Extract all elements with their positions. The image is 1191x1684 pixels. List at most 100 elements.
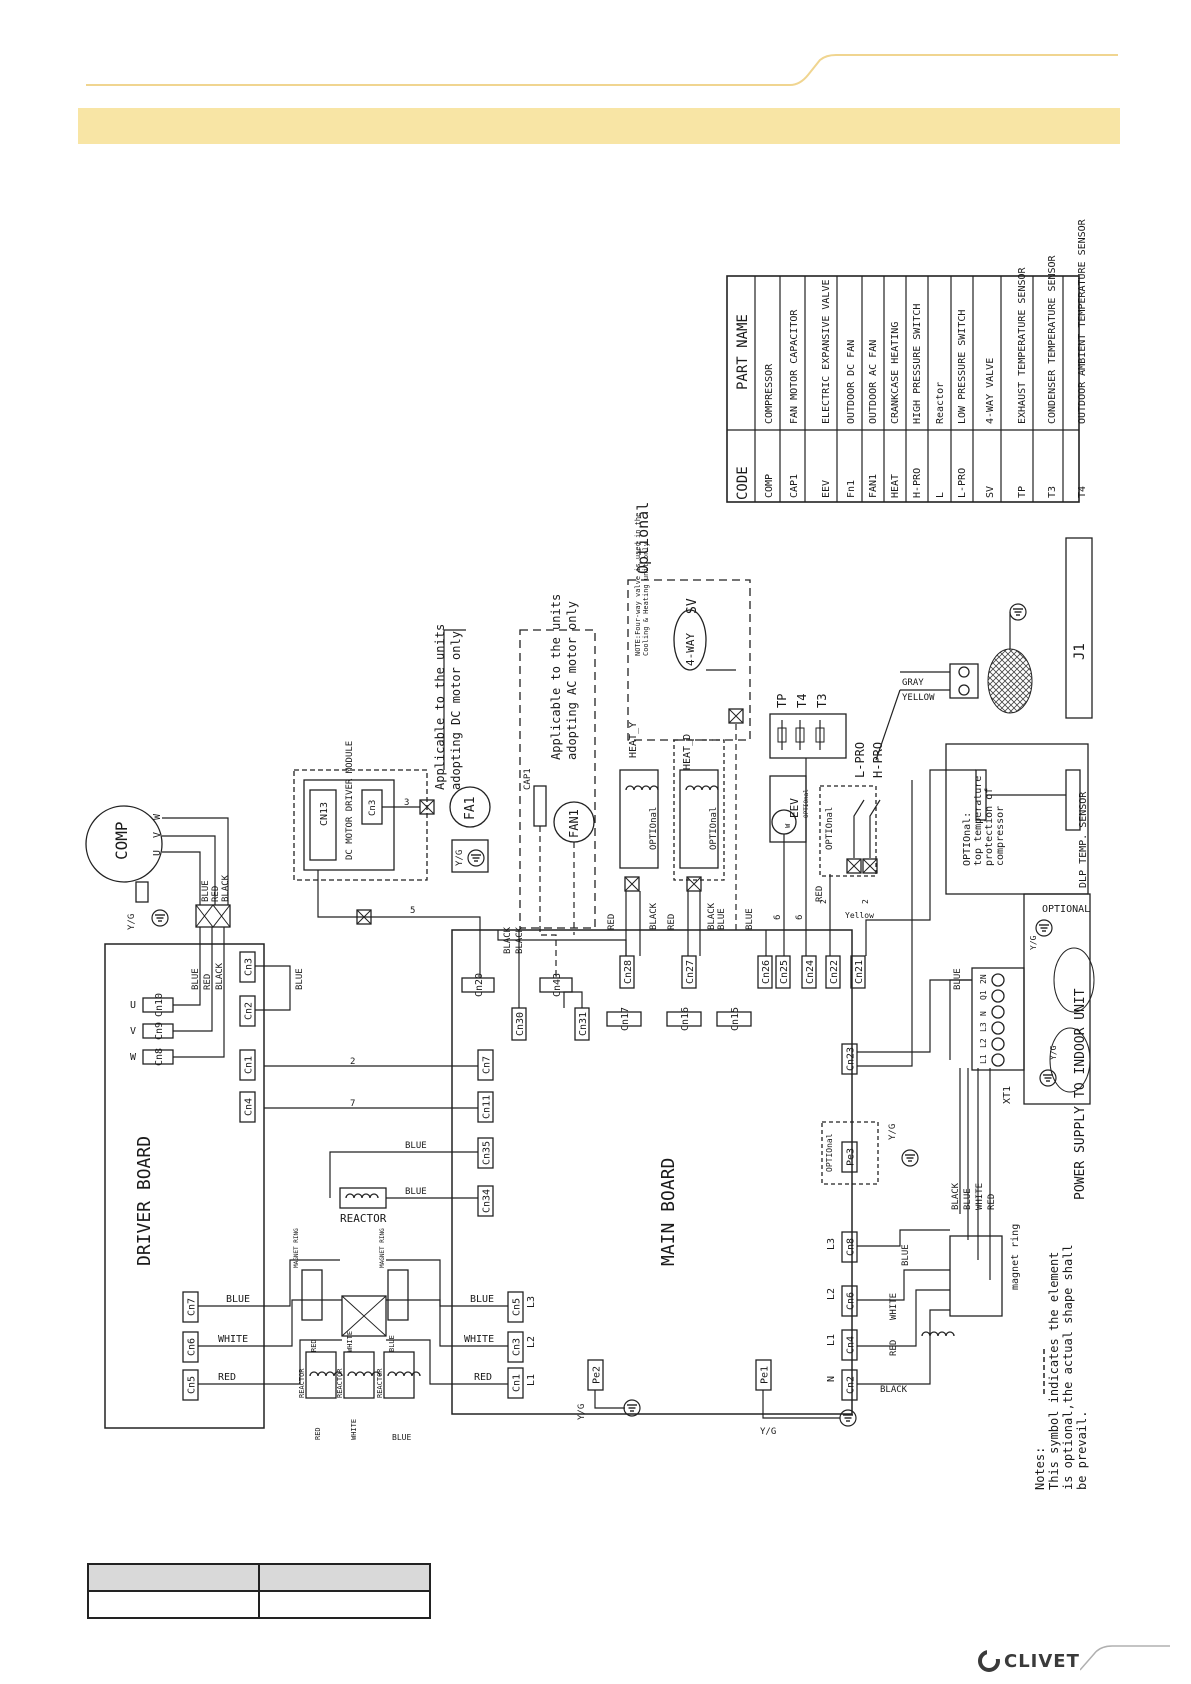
optional-label: OPTIONAL — [1042, 904, 1090, 915]
main-cn11-label: Cn11 — [482, 1095, 493, 1119]
parts-table-name: OUTDOOR DC FAN — [846, 340, 857, 424]
label-blue-top: BLUE — [953, 968, 963, 990]
fan-dc-ground-box — [451, 839, 489, 873]
magnet-ring — [949, 1235, 1003, 1317]
sensor-element — [815, 727, 825, 743]
note-sv-1: NOTE:Four-way valve is used in the — [634, 513, 642, 656]
cap1 — [533, 785, 547, 827]
indoor-cable — [1053, 947, 1095, 1013]
label-n: N — [826, 1376, 837, 1382]
terminal-3 — [991, 1005, 1005, 1019]
reactor-small-label: REACTOR — [376, 1368, 384, 1398]
driver-cn5-label: Cn5 — [187, 1376, 198, 1394]
pe3-optional-box — [821, 1121, 879, 1185]
wire-cn6-white — [857, 1269, 950, 1301]
rs-red-top: RED — [310, 1339, 318, 1352]
label-red-heatd: RED — [667, 914, 677, 930]
driver-cn4 — [239, 1091, 256, 1123]
wire-comp-u — [162, 851, 201, 905]
reactor — [339, 1187, 387, 1209]
parts-table-name: CRANKCASE HEATING — [890, 322, 901, 424]
main-cn24 — [801, 955, 817, 989]
terminal-0 — [991, 1053, 1005, 1067]
power-cable — [1049, 1027, 1091, 1093]
comp-plug-icon — [195, 904, 231, 928]
brand-icon — [978, 1650, 1000, 1672]
main-cn3-label: Cn3 — [512, 1338, 523, 1356]
rs-blue-top: BLUE — [388, 1335, 396, 1352]
pressure-optional-box — [819, 785, 877, 877]
driver-cn4-label: Cn4 — [244, 1098, 255, 1116]
rs-white-top: WHITE — [346, 1331, 354, 1352]
main-cn43 — [539, 977, 573, 993]
wire-cn10 — [173, 927, 201, 1006]
main-cn28 — [619, 955, 635, 989]
driver-cn7-label: Cn7 — [187, 1298, 198, 1316]
label-red-heat: RED — [607, 914, 617, 930]
heat-d-label: HEAT_D — [682, 734, 693, 770]
l-pro-plug-icon — [846, 858, 862, 874]
wire-cn8 — [173, 927, 225, 1058]
label-l2: L2 — [826, 1288, 837, 1300]
parts-table-code: EEV — [821, 480, 832, 498]
driver-cn2-label: Cn2 — [244, 1002, 255, 1020]
wire-cn23-b — [857, 780, 913, 1067]
main-cn26 — [757, 955, 773, 989]
sv-label: 4-WAY — [684, 633, 697, 666]
terminal-1 — [991, 1037, 1005, 1051]
comp-wire-red: RED — [211, 886, 221, 902]
count-three: 3 — [404, 798, 409, 808]
parts-table-name: ELECTRIC EXPANSIVE VALVE — [821, 280, 832, 425]
note-dlp-4: compressor — [995, 806, 1006, 866]
parts-table-name-header: PART NAME — [735, 314, 751, 390]
driver-cn6 — [182, 1331, 199, 1363]
reactor-small-2 — [383, 1351, 415, 1399]
module-label: DC MOTOR DRIVER MODULE — [345, 741, 355, 860]
h-pro-switch — [869, 799, 881, 858]
label-black-xt: BLACK — [951, 1182, 961, 1210]
parts-table-name: HIGH PRESSURE SWITCH — [912, 304, 923, 424]
parts-table-name: CONDENSER TEMPERATURE SENSOR — [1047, 254, 1058, 424]
dlp-sensor-box — [945, 743, 1089, 895]
main-cn17-label: Cn17 — [620, 1007, 631, 1031]
driver-board-title: DRIVER BOARD — [134, 1136, 155, 1266]
label-blue-cn35: BLUE — [405, 1141, 427, 1151]
driver-cn10-label: Cn10 — [154, 993, 165, 1017]
dlp-sensor-element-2 — [1065, 769, 1081, 831]
label-blue-l3: BLUE — [901, 1244, 911, 1266]
label-blue-mcn5: BLUE — [470, 1294, 494, 1305]
driver-label-w: W — [130, 1052, 137, 1063]
parts-table-code: T4 — [1077, 486, 1088, 498]
label-red-l1: RED — [889, 1340, 899, 1356]
main-cn15 — [716, 1011, 752, 1027]
reactor-coil-icon — [345, 1193, 379, 1199]
parts-table-code: L — [935, 492, 946, 498]
module-cn3-label: Cn3 — [368, 800, 378, 816]
label-black-main-b: BLACK — [515, 926, 525, 954]
module-cn13 — [309, 789, 337, 861]
fan-yg: Y/G — [455, 850, 465, 866]
label-white-mcn3: WHITE — [464, 1334, 494, 1345]
note-dlp-1: OPTIOnal: — [962, 812, 973, 866]
count-six-a: 6 — [773, 915, 783, 920]
driver-cn3-label: Cn3 — [244, 958, 255, 976]
cap1-label: CAP1 — [523, 768, 533, 790]
main-cn21-label: Cn21 — [854, 960, 865, 984]
sv-code-label: SV — [685, 598, 700, 614]
dlp-label: DLP TEMP. SENSOR — [1078, 791, 1089, 888]
fan-dc — [449, 786, 491, 828]
magnet-coil-icon — [921, 1331, 955, 1337]
label-blue-heatd: BLUE — [717, 908, 727, 930]
pressure-optional: OPTIOnal — [825, 807, 835, 850]
wire-drv-cn6 — [198, 1299, 342, 1347]
wire-black-a — [497, 930, 627, 956]
note-symbol-2: This symbol indicates the element — [1047, 1252, 1061, 1490]
parts-table-name: FAN MOTOR CAPACITOR — [789, 309, 800, 424]
wire-cn3-cn2 — [255, 965, 291, 1011]
main-board-title: MAIN BOARD — [658, 1158, 679, 1266]
main-cn26-label: Cn26 — [761, 960, 772, 984]
sv-plug-icon — [728, 708, 744, 724]
wire-comp-w — [162, 817, 229, 905]
pe2-ground-icon — [623, 1399, 641, 1417]
main-cn3 — [507, 1331, 524, 1363]
